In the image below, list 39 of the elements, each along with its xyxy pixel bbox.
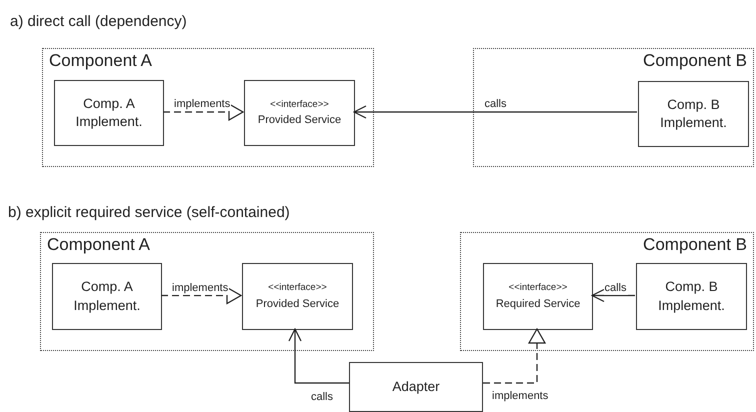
class-box — [636, 263, 747, 330]
dependency-arrow — [591, 288, 635, 302]
section-heading: b) explicit required service (self-contained) — [8, 204, 290, 221]
class-box — [52, 263, 162, 330]
section-heading: a) direct call (dependency) — [10, 13, 187, 30]
class-box — [349, 362, 483, 412]
interface-box — [483, 263, 593, 330]
class-box — [638, 81, 749, 147]
class-name: Adapter — [392, 378, 440, 396]
stereotype-label: <<interface>> — [270, 98, 329, 112]
class-name: Comp. A Implement. — [72, 278, 142, 315]
class-name: Comp. A Implement. — [74, 94, 144, 131]
class-name: Comp. B Implement. — [657, 278, 726, 315]
interface-name: Provided Service — [258, 113, 342, 128]
edge-label: implements — [171, 282, 230, 294]
component-title: Component A — [49, 51, 152, 71]
interface-box — [244, 80, 355, 146]
component-frame — [42, 48, 374, 167]
class-name: Comp. B Implement. — [659, 96, 728, 132]
component-frame — [460, 232, 754, 351]
edge-label: implements — [491, 390, 550, 403]
stereotype-label: <<interface>> — [268, 282, 327, 295]
realization-arrow — [161, 286, 242, 304]
component-title: Component A — [47, 235, 150, 255]
class-box — [54, 80, 164, 146]
component-frame — [473, 48, 754, 167]
interface-name: Provided Service — [256, 296, 340, 311]
component-title: Component B — [643, 235, 747, 255]
stereotype-label: <<interface>> — [508, 282, 568, 295]
interface-box — [242, 263, 353, 330]
edge-label: implements — [173, 98, 232, 111]
component-frame — [40, 232, 374, 351]
dependency-arrow — [288, 328, 349, 384]
interface-name: Required Service — [496, 296, 580, 311]
dependency-arrow — [353, 105, 637, 119]
edge-label: calls — [604, 282, 628, 294]
realization-arrow — [483, 328, 546, 384]
realization-arrow — [163, 103, 244, 121]
component-title: Component B — [643, 51, 747, 71]
